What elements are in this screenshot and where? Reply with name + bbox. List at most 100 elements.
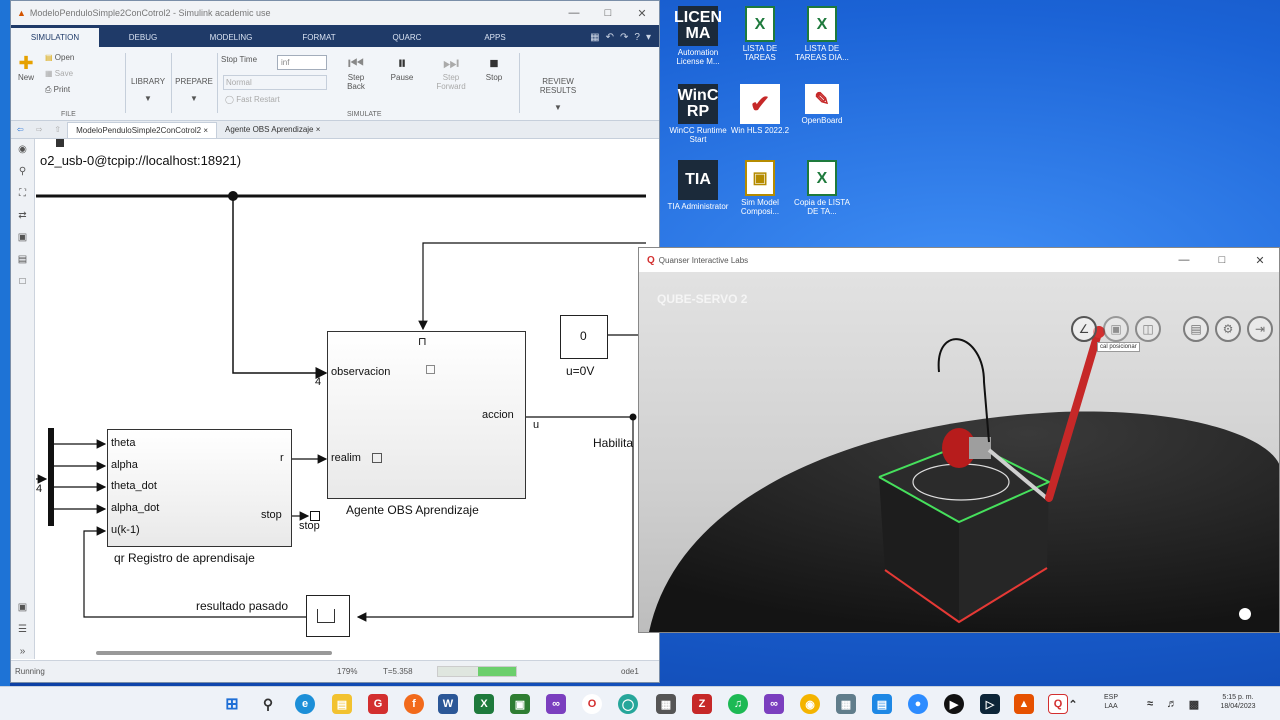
- battery-icon[interactable]: ▩: [1188, 698, 1200, 711]
- hide-icon[interactable]: ◉: [18, 144, 27, 155]
- tab-quarc[interactable]: QUARC: [392, 33, 422, 42]
- stop-button[interactable]: ⏹ Stop: [479, 53, 509, 82]
- print-button[interactable]: ⎙ Print: [45, 85, 70, 95]
- agente-obs-block[interactable]: [327, 331, 526, 499]
- vscode-icon[interactable]: ∞: [764, 694, 784, 714]
- step-back-button[interactable]: ⏮ Step Back: [339, 53, 373, 91]
- text-icon[interactable]: ▤: [17, 254, 28, 265]
- simulink-titlebar[interactable]: ▲ ModeloPenduloSimple2ConCotrol2 - Simul…: [11, 1, 659, 25]
- desktop-icon-lista-tareas[interactable]: X LISTA DE TAREAS: [728, 6, 792, 62]
- desktop-icon-wincc[interactable]: WinC RP WinCC Runtime Start: [666, 84, 730, 144]
- matlab-icon[interactable]: ▲: [1014, 694, 1034, 714]
- app-gray-icon[interactable]: ▦: [656, 694, 676, 714]
- desktop-icon-copia-lista[interactable]: X Copia de LISTA DE TA...: [790, 160, 854, 216]
- firefox-icon[interactable]: f: [404, 694, 424, 714]
- calculator-icon[interactable]: ▦: [836, 694, 856, 714]
- prepare-button[interactable]: PREPARE ▼: [175, 77, 213, 103]
- search-icon[interactable]: ⚲: [262, 695, 274, 712]
- new-button[interactable]: ✚ New: [15, 53, 37, 82]
- close-button[interactable]: ✕: [1255, 254, 1265, 267]
- desktop-icon-lista-tareas-dia[interactable]: X LISTA DE TAREAS DIA...: [790, 6, 854, 62]
- fit-icon[interactable]: ⛶: [19, 188, 26, 199]
- doc-tab-model[interactable]: ModeloPenduloSimple2ConCotrol2 ×: [67, 121, 217, 138]
- mode-select[interactable]: Normal: [223, 75, 327, 90]
- minimize-button[interactable]: —: [568, 6, 580, 19]
- edge-icon[interactable]: e: [295, 694, 315, 714]
- arrows-icon[interactable]: ⇄: [18, 210, 27, 221]
- maximize-button[interactable]: □: [1218, 253, 1226, 266]
- pause-button[interactable]: ⏸ Pause: [385, 53, 419, 82]
- desktop-icon-openboard[interactable]: ✎ OpenBoard: [790, 84, 854, 125]
- desktop-icon-automation-license[interactable]: LICEN MA Automation License M...: [666, 6, 730, 66]
- expand-icon[interactable]: ▾: [645, 32, 651, 43]
- clock[interactable]: 5:15 p. m. 18/04/2023: [1212, 693, 1264, 711]
- folder-icon[interactable]: ▤: [332, 694, 352, 714]
- desktop-icon-sim-model[interactable]: ▣ Sim Model Composi...: [728, 160, 792, 216]
- doc-tab-agente[interactable]: Agente OBS Aprendizaje ×: [217, 122, 328, 137]
- square-icon[interactable]: □: [19, 276, 26, 287]
- lab-3d-scene[interactable]: QUBE-SERVO 2: [639, 272, 1279, 632]
- model-canvas[interactable]: o2_usb-0@tcpip://localhost:18921) ⊓ obse…: [36, 139, 659, 659]
- media-icon[interactable]: ▶: [944, 694, 964, 714]
- pendulum-icon[interactable]: ∠: [1071, 316, 1097, 342]
- tab-apps[interactable]: APPS: [484, 33, 506, 42]
- excel-icon[interactable]: X: [474, 694, 494, 714]
- image-icon[interactable]: ▣: [17, 602, 28, 613]
- chrome-icon[interactable]: ◉: [800, 694, 820, 714]
- desktop-icon-winhls[interactable]: ✔ Win HLS 2022.2: [728, 84, 792, 135]
- gear-icon[interactable]: ⚙: [1215, 316, 1241, 342]
- help-icon[interactable]: ?: [634, 32, 640, 43]
- memory-block[interactable]: [306, 595, 350, 637]
- tab-format[interactable]: FORMAT: [302, 33, 336, 42]
- review-results-button[interactable]: REVIEW RESULTS ▼: [523, 77, 593, 112]
- image-icon[interactable]: ▣: [17, 232, 28, 243]
- tab-simulation[interactable]: SIMULATION: [11, 28, 99, 47]
- speaker-icon[interactable]: ♬: [1166, 698, 1178, 710]
- fast-restart-toggle[interactable]: ◯ Fast Restart: [225, 95, 280, 104]
- step-forward-button[interactable]: ⏭ Step Forward: [431, 53, 471, 91]
- exit-icon[interactable]: ⇥: [1247, 316, 1273, 342]
- redo-icon[interactable]: ↷: [620, 32, 629, 43]
- book-icon[interactable]: ▤: [1183, 316, 1209, 342]
- spotify-icon[interactable]: ♫: [728, 694, 748, 714]
- desktop-icon-tia[interactable]: TIA TIA Administrator: [666, 160, 730, 211]
- constant-block[interactable]: [560, 315, 608, 359]
- forward-icon[interactable]: ⇨: [35, 125, 43, 134]
- back-icon[interactable]: ⇦: [17, 125, 24, 134]
- document-icon[interactable]: ▤: [872, 694, 892, 714]
- language-indicator[interactable]: ESP LAA: [1104, 693, 1118, 711]
- terminal-icon[interactable]: ▷: [980, 694, 1000, 714]
- visual-studio-icon[interactable]: ∞: [546, 694, 566, 714]
- undo-icon[interactable]: ↶: [605, 32, 615, 43]
- zoom-app-icon[interactable]: ●: [908, 694, 928, 714]
- list-icon[interactable]: ☰: [18, 624, 27, 635]
- globe-icon[interactable]: ◯: [618, 694, 638, 714]
- zotero-icon[interactable]: Z: [692, 694, 712, 714]
- minimize-button[interactable]: —: [1178, 253, 1190, 266]
- access-icon[interactable]: ▣: [510, 694, 530, 714]
- close-icon[interactable]: ×: [203, 125, 208, 135]
- close-button[interactable]: ✕: [637, 7, 647, 20]
- stop-block[interactable]: [310, 511, 320, 521]
- collapse-icon[interactable]: »: [19, 646, 26, 657]
- wps-icon[interactable]: O: [582, 694, 602, 714]
- start-icon[interactable]: ⊞: [225, 696, 239, 713]
- app-red-icon[interactable]: G: [368, 694, 388, 714]
- open-button[interactable]: ▤ Open: [45, 53, 74, 62]
- wifi-icon[interactable]: ≈: [1146, 698, 1154, 710]
- tab-debug[interactable]: DEBUG: [128, 33, 158, 42]
- save-button[interactable]: ▦ Save: [45, 69, 73, 78]
- up-icon[interactable]: ⇧: [54, 125, 62, 134]
- tab-modeling[interactable]: MODELING: [209, 33, 253, 42]
- word-icon[interactable]: W: [438, 694, 458, 714]
- zoom-icon[interactable]: ⚲: [18, 166, 27, 177]
- library-button[interactable]: LIBRARY ▼: [131, 77, 165, 103]
- quanser-task-icon[interactable]: Q: [1048, 694, 1068, 714]
- cube-icon[interactable]: ▣: [1103, 316, 1129, 342]
- stop-time-input[interactable]: inf: [277, 55, 327, 70]
- save-icon[interactable]: ▦: [590, 32, 600, 43]
- maximize-button[interactable]: □: [604, 6, 612, 19]
- close-icon[interactable]: ×: [315, 125, 321, 134]
- camera-icon[interactable]: ◫: [1135, 316, 1161, 342]
- quanser-titlebar[interactable]: Q Quanser Interactive Labs — □ ✕: [639, 248, 1279, 272]
